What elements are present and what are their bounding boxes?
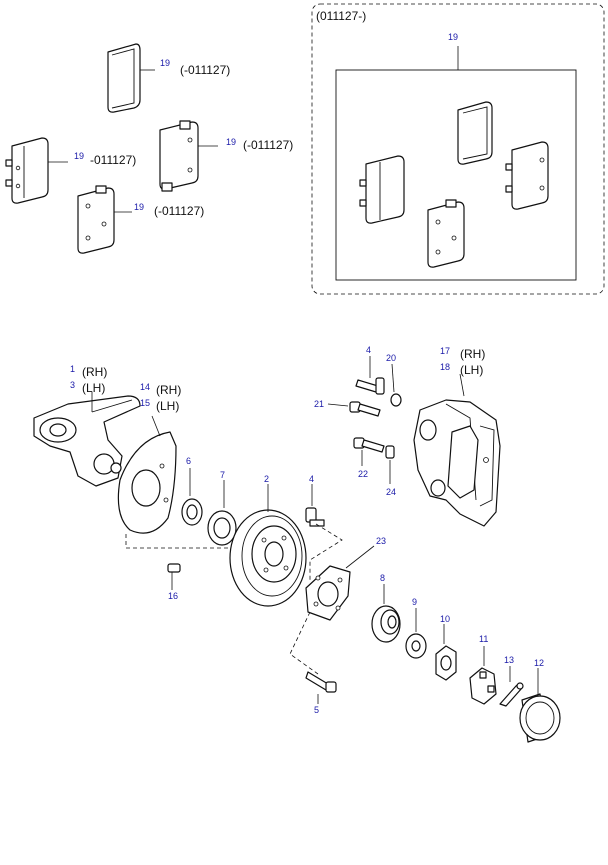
shield-bolt [167, 563, 181, 590]
hub-flange [305, 545, 375, 621]
post-brake-pad-1 [457, 101, 493, 165]
brake-pad-bottom [77, 185, 132, 254]
ref-9: 9 [412, 597, 417, 607]
hub-bearing [371, 584, 401, 643]
ref-8: 8 [380, 573, 385, 583]
ref-18: 18 [440, 362, 450, 372]
hub-bolt [305, 671, 337, 704]
code-pad-left: -011127) [90, 153, 136, 167]
ref-1: 1 [70, 364, 75, 374]
inner-bearing [181, 468, 203, 526]
brake-pad-top [107, 43, 155, 113]
nut-lock-cap [469, 646, 497, 705]
brake-disc [229, 484, 307, 607]
post-brake-pad-3 [359, 155, 405, 224]
ref-2: 2 [264, 474, 269, 484]
dust-shield [117, 415, 177, 534]
caliper-bolt-upper [355, 356, 385, 395]
ref-21: 21 [314, 399, 324, 409]
ref-5: 5 [314, 705, 319, 715]
guide-bolt-lower [353, 437, 385, 466]
assembly-line-1 [125, 534, 230, 549]
ref-3: 3 [70, 380, 75, 390]
label-shield-rh: (RH) [156, 383, 181, 397]
ref-10: 10 [440, 614, 450, 624]
outer-bearing [207, 480, 237, 546]
steering-knuckle [33, 392, 141, 487]
label-shield-lh: (LH) [156, 399, 179, 413]
ref-7: 7 [220, 470, 225, 480]
ref-15: 15 [140, 398, 150, 408]
ref-6: 6 [186, 456, 191, 466]
ref-19-post-set: 19 [448, 32, 458, 42]
ref-24: 24 [386, 487, 396, 497]
ref-13: 13 [504, 655, 514, 665]
post-brake-pad-2 [505, 141, 549, 210]
label-caliper-lh: (LH) [460, 363, 483, 377]
assembly-line-3 [289, 611, 319, 675]
assembly-line-2 [309, 523, 343, 582]
ref-14: 14 [140, 382, 150, 392]
ref-11: 11 [479, 634, 488, 644]
hub-nut [435, 624, 457, 681]
label-knuckle-rh: (RH) [82, 365, 107, 379]
code-pad-bottom: (-011127) [154, 204, 204, 218]
ref-17: 17 [440, 346, 450, 356]
ref-19-pad-top: 19 [160, 58, 170, 68]
washer [405, 608, 427, 659]
label-caliper-rh: (RH) [460, 347, 485, 361]
guide-bolt-upper [327, 401, 381, 417]
disc-bolt [305, 484, 325, 527]
ref-12: 12 [534, 658, 544, 668]
brake-caliper [413, 373, 501, 527]
ref-16: 16 [168, 591, 178, 601]
ref-19-pad-left: 19 [74, 151, 84, 161]
ref-4-disc: 4 [309, 474, 314, 484]
ref-4-caliper: 4 [366, 345, 371, 355]
cotter-pin [499, 666, 524, 707]
brake-pad-left [5, 137, 68, 204]
code-pad-top: (-011127) [180, 63, 230, 77]
post-pad-set-frame [335, 69, 577, 281]
brake-pad-right [159, 120, 218, 192]
ref-19-pad-bottom: 19 [134, 202, 144, 212]
post-011127-title: (011127-) [316, 9, 366, 23]
ref-22: 22 [358, 469, 368, 479]
caliper-washer [390, 363, 402, 407]
bleeder-screw [385, 445, 395, 484]
label-knuckle-lh: (LH) [82, 381, 105, 395]
ref-20: 20 [386, 353, 396, 363]
code-pad-right: (-011127) [243, 138, 293, 152]
post-brake-pad-4 [427, 199, 465, 268]
ref-23: 23 [376, 536, 386, 546]
grease-cap [519, 668, 561, 743]
ref-19-pad-right: 19 [226, 137, 236, 147]
